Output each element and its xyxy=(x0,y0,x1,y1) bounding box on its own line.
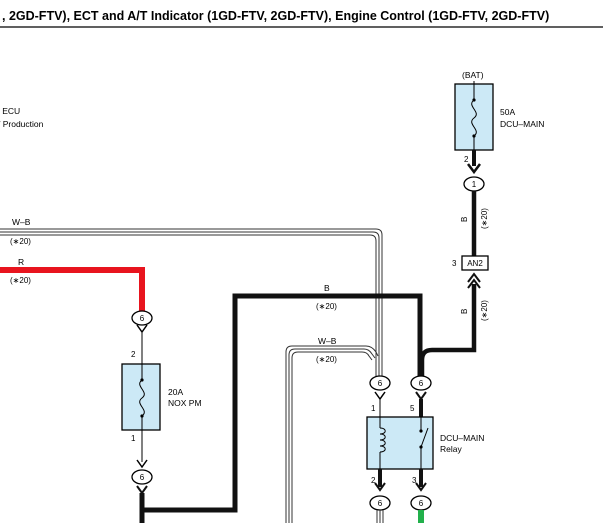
wire-wb-bottom-left xyxy=(376,510,384,523)
relay-type: Relay xyxy=(440,444,462,454)
arrow-down-icon-nox2 xyxy=(136,459,148,469)
fuse-dcu-main-name: DCU–MAIN xyxy=(500,119,544,129)
connector-an2-name: AN2 xyxy=(467,259,483,268)
bat-label: (BAT) xyxy=(462,70,484,80)
relay-coil-icon xyxy=(379,427,386,453)
connector-relay-left xyxy=(369,375,391,391)
fuse-nox-amp: 20A xyxy=(168,387,183,397)
wire-wb-top-spec: (∗20) xyxy=(10,237,31,246)
wire-wb-mid xyxy=(285,345,379,523)
ecu-label-line2: / Production xyxy=(0,119,44,129)
connector-relay-right-pin: 6 xyxy=(419,379,424,388)
wire-r-spec: (∗20) xyxy=(10,276,31,285)
wire-r-color: R xyxy=(18,257,24,267)
wire-wb-top-color: W–B xyxy=(12,217,31,227)
fuse-nox-icon xyxy=(139,379,145,417)
connector-relay-right xyxy=(410,375,432,391)
connector-an2 xyxy=(461,255,489,271)
relay-box xyxy=(366,416,434,470)
arrow-down-icon-nox xyxy=(136,324,148,334)
connector-nox-bottom xyxy=(131,469,153,485)
fuse-dcu-main-amp: 50A xyxy=(500,107,515,117)
relay-pin-5: 5 xyxy=(410,404,415,413)
connector-an2-pin: 3 xyxy=(452,259,457,268)
page-title: , 2GD-FTV), ECT and A/T Indicator (1GD-F… xyxy=(2,9,549,23)
relay-pin-2: 2 xyxy=(371,476,376,485)
wire-b-vertical-lower-spec: (∗20) xyxy=(480,300,489,321)
fuse-dcu-main-pin: 2 xyxy=(464,155,469,164)
wire-wb-mid-spec: (∗20) xyxy=(316,355,337,364)
fuse-nox-name: NOX PM xyxy=(168,398,202,408)
connector-relay-bottom-left-pin: 6 xyxy=(378,499,383,508)
arrow-down-icon xyxy=(467,163,481,175)
fuse-nox-pin-top: 2 xyxy=(131,350,136,359)
ecu-label-line1: l ECU xyxy=(0,106,20,116)
arrow-up-icon xyxy=(467,272,481,289)
wire-b-vertical-lower-color: B xyxy=(460,309,469,314)
fuse-nox-box xyxy=(121,363,161,431)
connector-relay-bottom-right-pin: 6 xyxy=(419,499,424,508)
connector-nox-top xyxy=(131,310,153,326)
wire-b-mid-color: B xyxy=(324,283,330,293)
wire-red xyxy=(0,267,145,312)
connector-bat-pin: 1 xyxy=(472,180,477,189)
connector-nox-bottom-pin: 6 xyxy=(140,473,145,482)
fuse-nox-pin-bottom: 1 xyxy=(131,434,136,443)
relay-switch-icon xyxy=(420,427,429,448)
wire-b-vertical-upper-spec: (∗20) xyxy=(480,208,489,229)
connector-nox-top-pin: 6 xyxy=(140,314,145,323)
wire-b-mid xyxy=(142,293,423,513)
wire-wb-mid-color: W–B xyxy=(318,336,337,346)
wire-wb-top xyxy=(0,228,383,378)
relay-name: DCU–MAIN xyxy=(440,433,484,443)
wire-b-mid-spec: (∗20) xyxy=(316,302,337,311)
wire-b-vertical-upper-color: B xyxy=(460,217,469,222)
relay-pin-1: 1 xyxy=(371,404,376,413)
fuse-dcu-main-icon xyxy=(471,99,477,137)
wire-b-vertical-lower xyxy=(419,284,477,376)
relay-pin-3: 3 xyxy=(412,476,417,485)
arrow-down-icon-nox3 xyxy=(136,485,148,495)
connector-relay-left-pin: 6 xyxy=(378,379,383,388)
